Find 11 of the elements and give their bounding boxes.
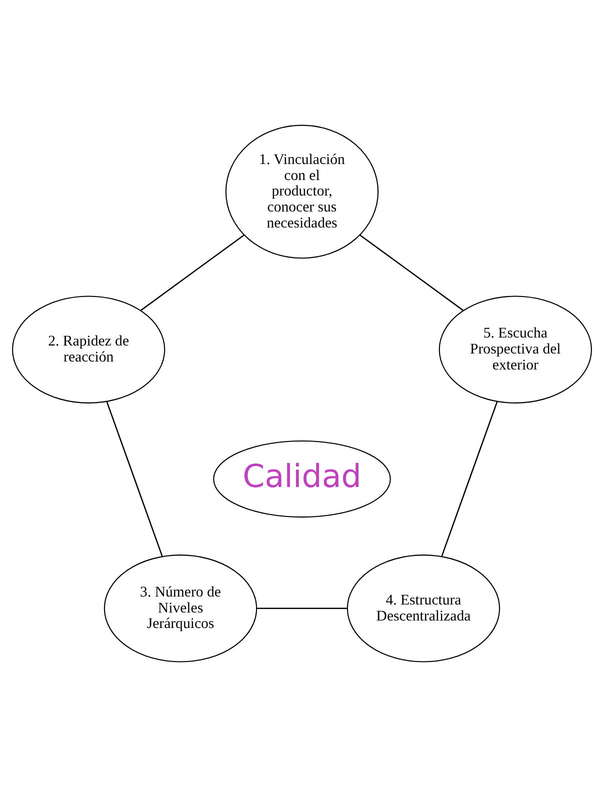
connector: [256, 608, 348, 610]
connector: [360, 234, 464, 311]
node-ellipse: 1. Vinculación con el productor, conocer sus necesidades: [225, 124, 379, 259]
node-ellipse: 2. Rapidez de reacción: [12, 296, 166, 404]
node-ellipse: 4. Estructura Descentralizada: [346, 554, 500, 662]
node-ellipse: 5. Escucha Prospectiva del exterior: [438, 296, 592, 404]
node-ellipse: 3. Número de Niveles Jerárquicos: [104, 554, 258, 662]
connector: [140, 234, 244, 311]
node-ellipse: Calidad: [213, 440, 391, 518]
connector: [106, 401, 163, 557]
connector: [441, 401, 498, 557]
